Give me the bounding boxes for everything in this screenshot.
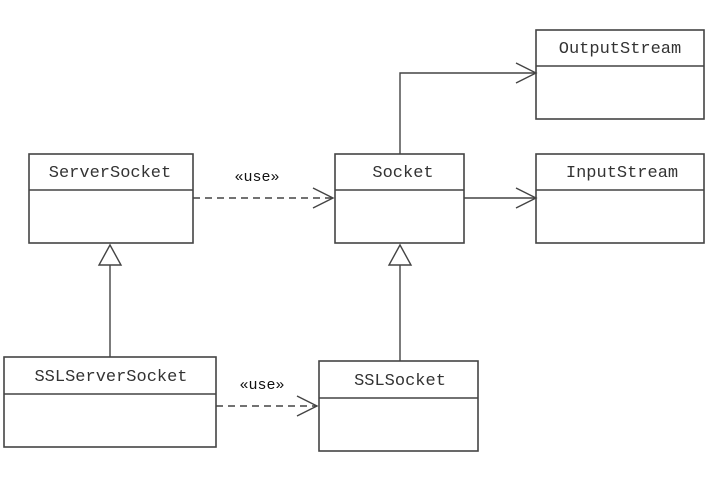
- class-box-socket[interactable]: Socket: [334, 153, 465, 244]
- use-stereotype-label-top: «use»: [234, 169, 279, 186]
- class-box-input-stream[interactable]: InputStream: [535, 153, 705, 244]
- dependency-server-socket-socket: «use»: [193, 169, 335, 209]
- open-arrowhead-icon: [515, 62, 538, 84]
- class-box-output-stream[interactable]: OutputStream: [535, 29, 705, 120]
- use-stereotype-label-bottom: «use»: [239, 377, 284, 394]
- class-name-ssl-socket: SSLSocket: [354, 372, 446, 391]
- association-socket-input-stream: [464, 187, 538, 209]
- class-name-server-socket: ServerSocket: [49, 164, 171, 183]
- class-name-ssl-server-socket: SSLServerSocket: [34, 368, 187, 387]
- class-name-socket: Socket: [372, 164, 433, 183]
- dependency-ssl-server-socket-ssl-socket: «use»: [216, 377, 319, 417]
- inheritance-triangle-icon: [387, 243, 413, 266]
- association-socket-output-stream: [399, 62, 538, 154]
- open-arrowhead-icon: [296, 395, 319, 417]
- class-box-ssl-socket[interactable]: SSLSocket: [318, 360, 479, 452]
- generalization-ssl-server-socket-server-socket: [97, 243, 123, 357]
- inheritance-triangle-icon: [97, 243, 123, 266]
- class-box-ssl-server-socket[interactable]: SSLServerSocket: [3, 356, 217, 448]
- generalization-ssl-socket-socket: [387, 243, 413, 361]
- class-name-output-stream: OutputStream: [559, 40, 681, 59]
- class-box-server-socket[interactable]: ServerSocket: [28, 153, 194, 244]
- open-arrowhead-icon: [515, 187, 538, 209]
- open-arrowhead-icon: [312, 187, 335, 209]
- class-name-input-stream: InputStream: [566, 164, 678, 183]
